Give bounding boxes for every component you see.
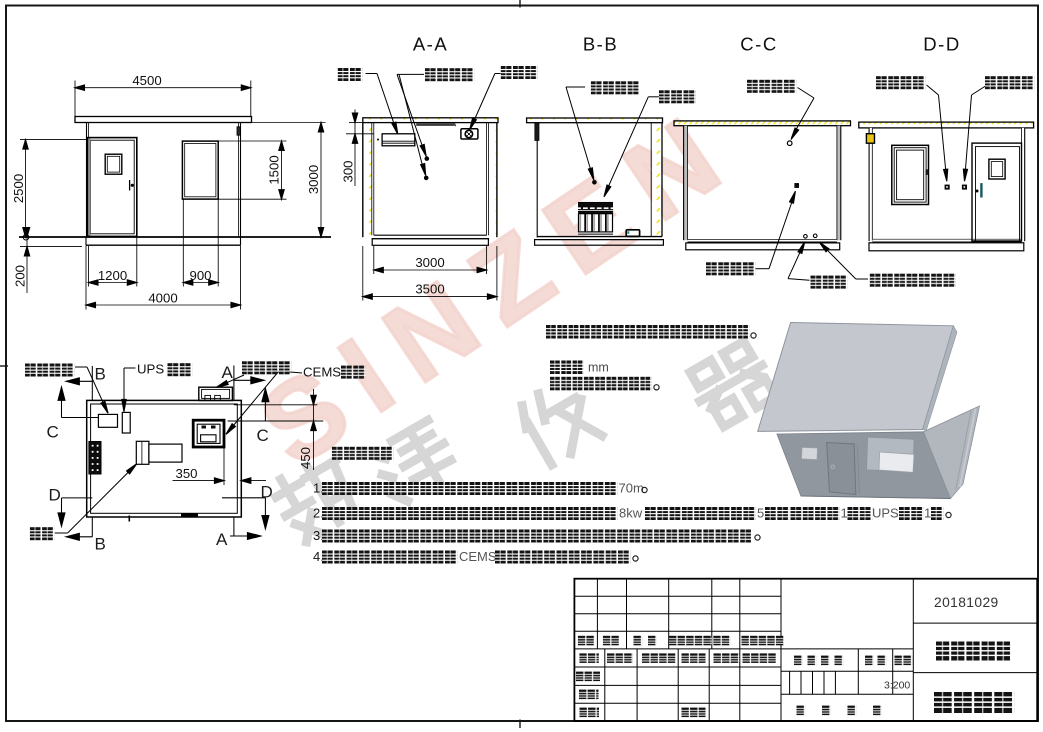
svg-text:4.: 4. <box>313 549 324 564</box>
svg-text:900: 900 <box>189 268 211 283</box>
svg-text:CEMS: CEMS <box>459 549 497 564</box>
svg-text:UPS: UPS <box>872 506 899 521</box>
svg-text:3500: 3500 <box>415 281 444 296</box>
svg-text:C: C <box>47 423 59 442</box>
svg-text:A-A: A-A <box>413 34 448 55</box>
svg-text:A: A <box>222 363 234 382</box>
svg-text:UPS: UPS <box>137 362 164 377</box>
svg-text:3:200: 3:200 <box>884 680 910 692</box>
svg-text:200: 200 <box>13 265 28 287</box>
svg-text:2.: 2. <box>313 506 324 521</box>
svg-text:70m: 70m <box>619 481 644 496</box>
svg-text:3000: 3000 <box>306 165 321 194</box>
svg-text:B: B <box>95 535 106 554</box>
svg-text:mm: mm <box>588 361 609 375</box>
svg-text:300: 300 <box>341 160 356 182</box>
svg-text:8kw: 8kw <box>619 506 643 521</box>
svg-text:1200: 1200 <box>98 268 127 283</box>
svg-text:1: 1 <box>924 506 931 521</box>
svg-text:3000: 3000 <box>415 255 444 270</box>
svg-text:A: A <box>216 530 228 549</box>
svg-text:3.: 3. <box>313 528 324 543</box>
svg-text:20181029: 20181029 <box>934 595 999 610</box>
svg-text:1500: 1500 <box>267 155 282 184</box>
svg-text:4000: 4000 <box>148 290 177 305</box>
svg-text:D: D <box>261 483 273 502</box>
svg-text:D: D <box>49 486 61 505</box>
svg-text:1: 1 <box>841 506 848 521</box>
svg-text:D-D: D-D <box>923 34 960 55</box>
svg-text:2500: 2500 <box>11 174 26 203</box>
svg-text:CEMS: CEMS <box>303 365 341 380</box>
svg-text:350: 350 <box>176 466 198 481</box>
svg-text:C: C <box>257 426 269 445</box>
svg-text:C-C: C-C <box>740 34 777 55</box>
svg-text:1.: 1. <box>313 481 324 496</box>
svg-text:5: 5 <box>757 506 764 521</box>
svg-text:B: B <box>95 365 106 384</box>
svg-text:450: 450 <box>298 447 313 469</box>
svg-text:B-B: B-B <box>583 34 618 55</box>
svg-text:4500: 4500 <box>132 73 161 88</box>
